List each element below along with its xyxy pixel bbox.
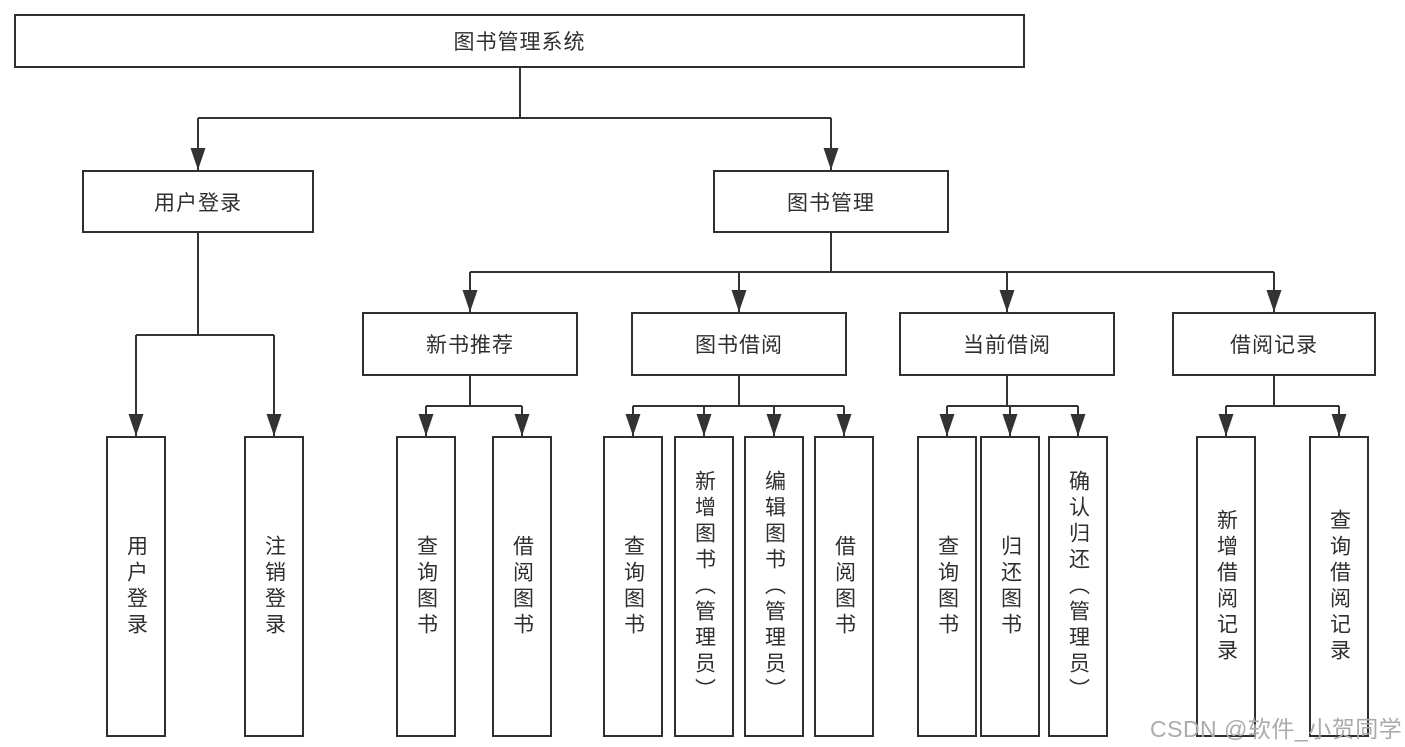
node-query-books-current: 查询图书 <box>917 436 977 737</box>
node-user-login-label: 用户登录 <box>124 534 148 639</box>
node-query-books-borrowing: 查询图书 <box>603 436 663 737</box>
node-edit-book-admin: 编辑图书（管理员） <box>744 436 804 737</box>
node-confirm-return-admin-label: 确认归还（管理员） <box>1066 469 1090 704</box>
node-query-books-recommendation: 查询图书 <box>396 436 456 737</box>
node-return-books-label: 归还图书 <box>998 534 1022 639</box>
node-query-books-recommendation-label: 查询图书 <box>414 534 438 639</box>
node-user-login: 用户登录 <box>106 436 166 737</box>
node-borrow-books-recommendation: 借阅图书 <box>492 436 552 737</box>
node-query-borrow-record: 查询借阅记录 <box>1309 436 1369 737</box>
node-book-borrowing: 图书借阅 <box>631 312 847 376</box>
node-borrowing-records: 借阅记录 <box>1172 312 1376 376</box>
node-current-borrowing: 当前借阅 <box>899 312 1115 376</box>
csdn-watermark: CSDN @软件_小贺同学 <box>1150 716 1403 742</box>
node-add-book-admin: 新增图书（管理员） <box>674 436 734 737</box>
node-borrow-books: 借阅图书 <box>814 436 874 737</box>
node-book-management-system: 图书管理系统 <box>14 14 1025 68</box>
node-add-borrow-record: 新增借阅记录 <box>1196 436 1256 737</box>
node-return-books: 归还图书 <box>980 436 1040 737</box>
node-add-borrow-record-label: 新增借阅记录 <box>1214 508 1238 665</box>
node-user-login-branch: 用户登录 <box>82 170 314 233</box>
node-query-books-borrowing-label: 查询图书 <box>621 534 645 639</box>
node-logout-label: 注销登录 <box>262 534 286 639</box>
node-borrow-books-recommendation-label: 借阅图书 <box>510 534 534 639</box>
node-book-management-branch: 图书管理 <box>713 170 949 233</box>
node-borrow-books-label: 借阅图书 <box>832 534 856 639</box>
node-query-books-current-label: 查询图书 <box>935 534 959 639</box>
node-logout: 注销登录 <box>244 436 304 737</box>
node-query-borrow-record-label: 查询借阅记录 <box>1327 508 1351 665</box>
node-confirm-return-admin: 确认归还（管理员） <box>1048 436 1108 737</box>
node-new-book-recommendation: 新书推荐 <box>362 312 578 376</box>
node-add-book-admin-label: 新增图书（管理员） <box>692 469 716 704</box>
node-edit-book-admin-label: 编辑图书（管理员） <box>762 469 786 704</box>
